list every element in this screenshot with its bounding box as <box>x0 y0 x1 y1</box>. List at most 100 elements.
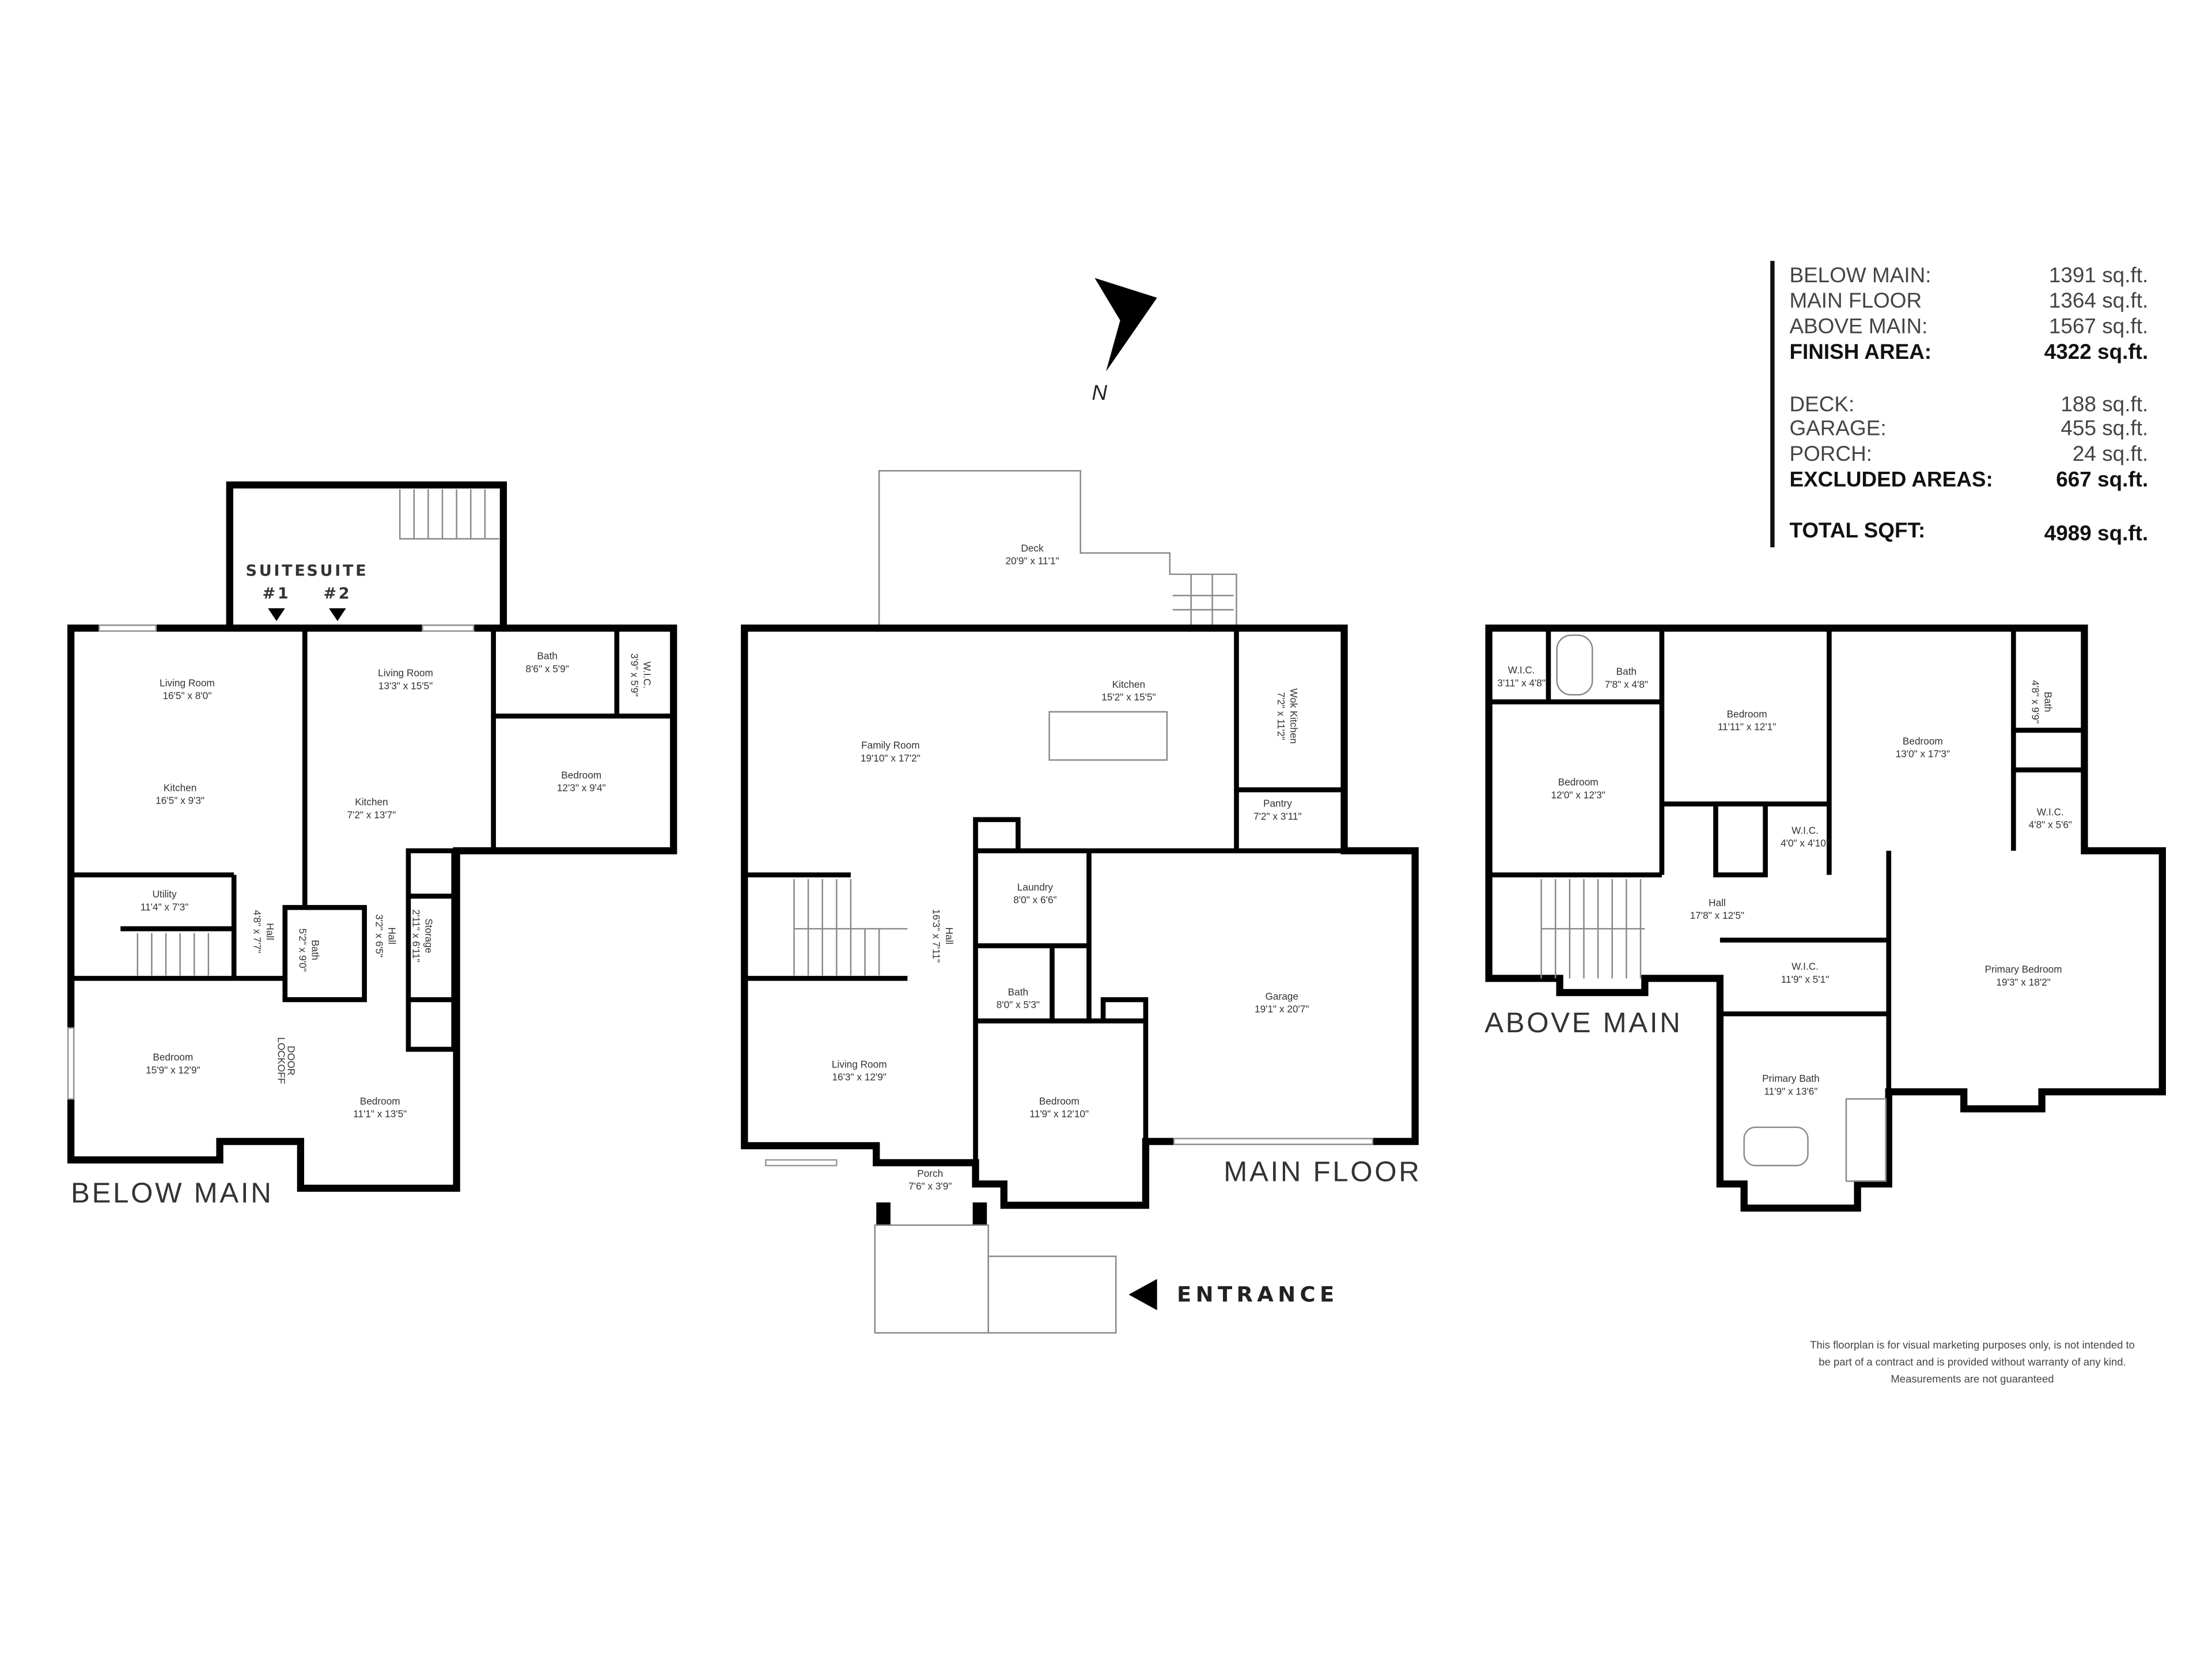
floor-label: MAIN FLOOR <box>1224 1156 1421 1187</box>
summary-row: GARAGE:455 sq.ft. <box>1789 416 2148 440</box>
label-text: 19'10" x 17'2" <box>861 752 921 764</box>
label-text: 19'1" x 20'7" <box>1255 1003 1309 1015</box>
label-text: 8'0" x 6'6" <box>1013 894 1056 906</box>
label-text: 12'3" x 9'4" <box>557 782 606 794</box>
label-text: 4'8" x 5'6" <box>2029 819 2072 831</box>
label-text: Bath <box>537 650 557 662</box>
label-text: Wok Kitchen <box>1288 688 1300 744</box>
label-text: 16'3" x 7'11" <box>931 909 942 963</box>
floor-label: ABOVE MAIN <box>1484 1007 1682 1039</box>
label-text: 8'0" x 5'3" <box>997 999 1040 1010</box>
label-text: 4322 sq.ft. <box>2044 340 2149 363</box>
label-text: 11'9" x 5'1" <box>1781 974 1830 985</box>
label-text: 8'6" x 5'9" <box>526 663 569 675</box>
disclaimer: This floorplan is for visual marketing p… <box>1810 1339 2135 1385</box>
label-text: Bedroom <box>1039 1096 1080 1107</box>
label-text: W.I.C. <box>642 661 653 688</box>
label-text: 12'0" x 12'3" <box>1551 789 1605 801</box>
label-text: Bedroom <box>360 1096 400 1107</box>
room-label: W.I.C.3'11" x 4'8" <box>1497 664 1546 688</box>
label-text: Deck <box>1021 543 1044 554</box>
label-text: 13'3" x 15'5" <box>378 680 433 691</box>
label-text: 11'4" x 7'3" <box>141 901 189 912</box>
label-text: 4'0" x 4'10" <box>1781 838 1830 849</box>
label-text: W.I.C. <box>2037 806 2064 817</box>
label-text: Bedroom <box>1727 709 1767 720</box>
label-text: Bath <box>2043 692 2054 712</box>
label-text: 16'5" x 9'3" <box>156 795 204 806</box>
label-text: 7'2" x 13'7" <box>347 809 396 820</box>
label-text: This floorplan is for visual marketing p… <box>1810 1339 2135 1351</box>
label-text: Bedroom <box>1558 777 1599 788</box>
label-text: 24 sq.ft. <box>2073 442 2148 465</box>
label-text: 3'11" x 4'8" <box>1497 677 1546 688</box>
label-text: 11'1" x 13'5" <box>353 1108 407 1120</box>
label-text: ABOVE MAIN: <box>1789 314 1927 338</box>
label-text: Primary Bedroom <box>1985 964 2062 975</box>
label-text: Bath <box>310 940 321 960</box>
label-text: 1364 sq.ft. <box>2049 289 2148 312</box>
label-text: Kitchen <box>1112 679 1145 690</box>
label-text: 2'11" x 6'11" <box>410 910 422 963</box>
label-text: Utility <box>152 888 176 900</box>
summary-row: FINISH AREA:4322 sq.ft. <box>1789 340 2148 363</box>
label-text: 20'9" x 11'1" <box>1005 555 1059 567</box>
label-text: Hall <box>1709 897 1726 908</box>
label-text: Laundry <box>1017 881 1054 893</box>
label-text: 4'8" x 7'7" <box>252 910 263 953</box>
north-label: N <box>1092 381 1107 404</box>
summary-row: EXCLUDED AREAS:667 sq.ft. <box>1789 467 2148 491</box>
label-text: 16'3" x 12'9" <box>832 1071 886 1083</box>
label-text: BELOW MAIN: <box>1789 263 1931 287</box>
label-text: Bath <box>1616 666 1637 677</box>
label-text: DECK: <box>1789 392 1854 416</box>
summary-row: BELOW MAIN:1391 sq.ft. <box>1789 263 2148 287</box>
label-text: EXCLUDED AREAS: <box>1789 467 1993 491</box>
label-text: PORCH: <box>1789 442 1872 465</box>
label-text: 7'8" x 4'8" <box>1605 679 1648 690</box>
label-text: 13'0" x 17'3" <box>1896 748 1950 759</box>
room-label: W.I.C.3'9" x 5'9" <box>628 653 653 696</box>
suite-label: SUITE <box>306 562 368 579</box>
label-text: W.I.C. <box>1791 961 1819 972</box>
room-label: W.I.C. 4'8" x 5'6" <box>2029 806 2072 830</box>
label-text: 1567 sq.ft. <box>2049 314 2148 338</box>
label-text: Bedroom <box>561 769 601 781</box>
label-text: Primary Bath <box>1762 1073 1820 1084</box>
label-text: 11'11" x 12'1" <box>1718 721 1776 733</box>
suite-number: #2 <box>323 585 351 603</box>
label-text: 11'9" x 12'10" <box>1029 1108 1089 1120</box>
label-text: 15'2" x 15'5" <box>1101 691 1156 703</box>
label-text: W.I.C. <box>1508 664 1535 676</box>
entrance-label: ENTRANCE <box>1177 1282 1339 1307</box>
summary-row: TOTAL SQFT:4989 sq.ft. <box>1789 518 2148 545</box>
label-text: Kitchen <box>355 796 388 808</box>
